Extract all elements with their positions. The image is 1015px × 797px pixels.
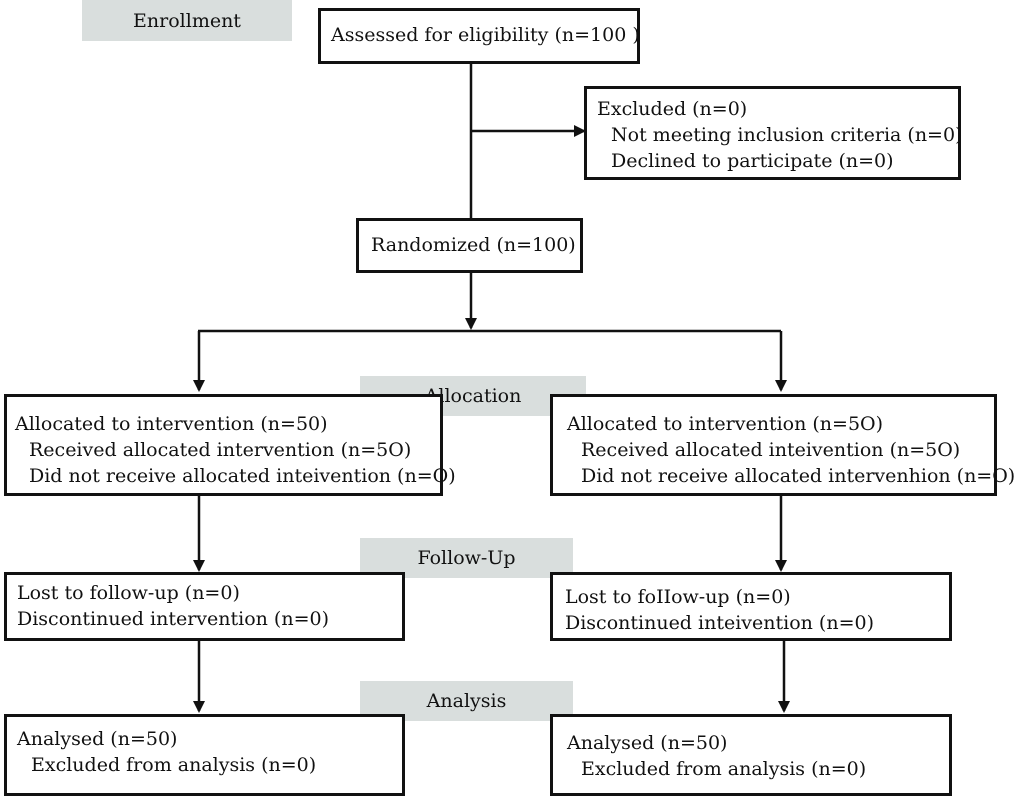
excluded-box: Excluded (n=0) Not meeting inclusion cri… xyxy=(584,86,963,180)
left-allocation-item: Received allocated intervention (n=5O) xyxy=(29,439,412,461)
assessed-box: Assessed for eligibility (n=100 ) xyxy=(318,8,640,64)
left-analysis-item: Excluded from analysis (n=0) xyxy=(31,754,317,776)
randomized-text: Randomized (n=100) xyxy=(371,234,576,256)
right-allocation-item: Received allocated inteivention (n=5O) xyxy=(581,439,961,461)
left-followup-box: Lost to follow-up (n=0) Discontinued int… xyxy=(4,572,405,641)
assessed-text: Assessed for eligibility (n=100 ) xyxy=(331,24,640,46)
left-analysis-title: Analysed (n=50) xyxy=(17,728,178,750)
right-followup-item: Lost to foIIow-up (n=0) xyxy=(565,586,791,608)
left-allocation-title: Allocated to intervention (n=50) xyxy=(15,413,328,435)
excluded-item: Declined to participate (n=0) xyxy=(611,150,894,172)
stage-followup-label: Follow-Up xyxy=(417,547,516,569)
excluded-item: Not meeting inclusion criteria (n=0) xyxy=(611,124,963,146)
left-analysis-box: Analysed (n=50) Excluded from analysis (… xyxy=(4,714,405,796)
stage-enrollment: Enrollment xyxy=(82,0,292,41)
right-analysis-box: Analysed (n=50) Excluded from analysis (… xyxy=(550,714,952,796)
left-allocation-box: Allocated to intervention (n=50) Receive… xyxy=(4,394,456,496)
left-followup-item: Discontinued intervention (n=0) xyxy=(17,608,329,630)
stage-allocation-label: Allocation xyxy=(424,385,522,407)
right-followup-box: Lost to foIIow-up (n=0) Discontinued int… xyxy=(550,572,952,641)
stage-allocation: Allocation xyxy=(360,376,586,416)
right-analysis-title: Analysed (n=50) xyxy=(567,732,728,754)
stage-enrollment-label: Enrollment xyxy=(133,9,241,32)
excluded-title: Excluded (n=0) xyxy=(597,98,748,120)
right-analysis-item: Excluded from analysis (n=0) xyxy=(581,758,867,780)
stage-followup: Follow-Up xyxy=(360,538,573,578)
right-allocation-title: Allocated to intervention (n=5O) xyxy=(567,413,884,435)
stage-analysis-label: Analysis xyxy=(426,690,507,712)
right-allocation-item: Did not receive allocated intervenhion (… xyxy=(581,465,1015,487)
left-allocation-item: Did not receive allocated inteivention (… xyxy=(29,465,456,487)
randomized-box: Randomized (n=100) xyxy=(356,218,583,273)
left-followup-item: Lost to follow-up (n=0) xyxy=(17,582,240,604)
right-followup-item: Discontinued inteivention (n=0) xyxy=(565,612,874,634)
right-allocation-box: Allocated to intervention (n=5O) Receive… xyxy=(550,394,1015,496)
